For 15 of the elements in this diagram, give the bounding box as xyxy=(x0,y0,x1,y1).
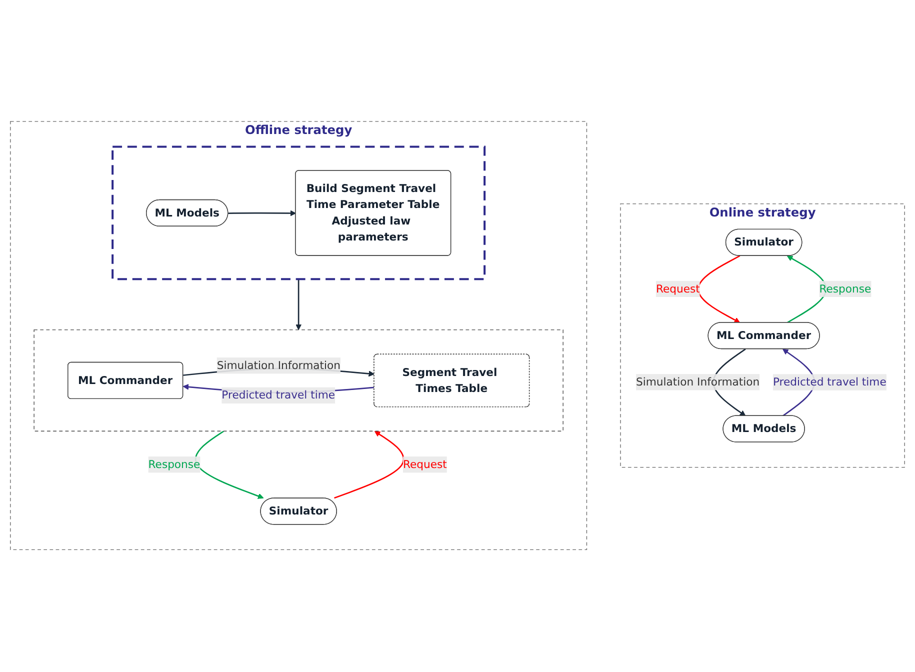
edge-label: Simulation Information xyxy=(216,359,340,372)
edge-label: Request xyxy=(656,282,700,296)
arrow xyxy=(698,256,740,324)
edge-label: Request xyxy=(402,458,447,472)
edge-label: Response xyxy=(819,282,872,296)
edge-label: Simulation Information xyxy=(636,376,760,389)
edge-label: Predicted travel time xyxy=(772,376,886,389)
arrow xyxy=(296,280,302,331)
arrow xyxy=(334,431,404,500)
cluster xyxy=(34,330,564,432)
arrow xyxy=(194,431,264,500)
edge-label: Response xyxy=(148,458,200,472)
edge-label: Predicted travel time xyxy=(222,389,336,402)
cluster xyxy=(112,146,486,281)
arrow xyxy=(228,210,296,217)
